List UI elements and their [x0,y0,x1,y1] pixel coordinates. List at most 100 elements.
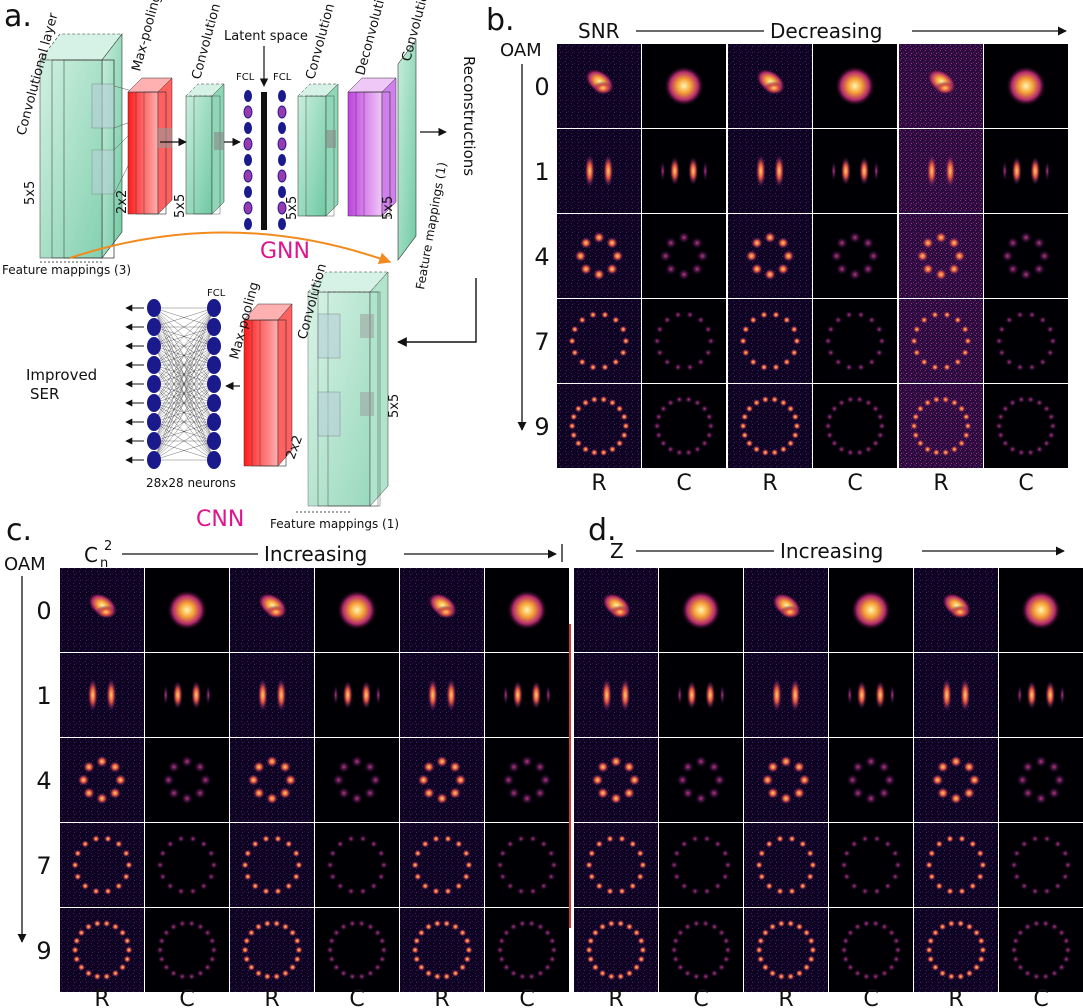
neuron [207,356,221,374]
conv-block-2 [297,83,339,217]
classical-tile [145,908,229,992]
reconstruction-tile [557,299,641,383]
reconstruction-tile [899,129,983,213]
panel-b-snr-label: SNR [578,19,620,43]
classical-tile [813,384,897,468]
reconstruction-tile [400,738,484,822]
column-label: C [847,471,862,496]
neuron [207,318,221,336]
neuron [147,375,161,393]
oam-row-label: 1 [534,158,549,186]
classical-tile [145,568,229,652]
panel-c-cn2-base: C [84,543,98,567]
classical-tile [485,823,569,907]
oam-row-label: 9 [36,937,51,965]
panel-a: a. Convolutional layer 5x5 [2,0,478,532]
feature-mappings-1b-label: Feature mappings (1) [270,517,399,531]
classical-tile [813,129,897,213]
column-label: C [1018,471,1033,496]
reconstruction-tile [557,214,641,298]
conv2-label: Convolution [303,2,338,81]
cnn-max-pool-block [243,303,293,467]
classical-tile [984,299,1068,383]
kernel-5x5-a: 5x5 [23,181,38,205]
classical-tile [315,738,399,822]
panel-d-letter: d. [588,513,617,548]
column-label: R [434,987,449,1008]
classical-tile [642,44,726,128]
reconstruction-tile [60,908,144,992]
panel-b-image-grid [557,44,1068,468]
reconstruction-tile [230,908,314,992]
reconstruction-tile [914,908,998,992]
classical-tile [642,214,726,298]
cnn-input-neurons [147,299,161,469]
kernel-5x5-b: 5x5 [173,194,188,218]
reconstructions-label: Reconstructions [460,56,478,176]
reconstruction-tile [557,44,641,128]
reconstruction-tile [60,568,144,652]
neuron [147,432,161,450]
column-label: C [693,987,708,1008]
oam-row-label: 1 [36,682,51,710]
neuron [147,318,161,336]
reconstruction-tile [744,908,828,992]
classical-tile [829,738,913,822]
fcl-neurons-right [277,90,287,230]
column-label: R [933,471,948,496]
classical-tile [999,653,1083,737]
column-label: C [179,987,194,1008]
oam-row-label: 4 [534,243,549,271]
kernel-2x2-a: 2x2 [115,190,130,214]
conv-block [185,83,225,215]
column-label: R [948,987,963,1008]
fcl3-label: FCL [207,288,226,299]
fcl-label-2: FCL [273,72,292,83]
neuron [147,413,161,431]
reconstruction-tile [574,568,658,652]
reconstruction-tile [744,823,828,907]
classical-tile [813,44,897,128]
classical-tile [642,299,726,383]
reconstruction-tile [899,214,983,298]
classical-tile [813,214,897,298]
cnn-dense-lines [153,307,215,461]
feature-mappings-3-label: Feature mappings (3) [2,263,131,277]
oam-row-label: 9 [534,413,549,441]
reconstruction-tile [400,568,484,652]
column-label: C [519,987,534,1008]
reconstruction-tile [728,299,812,383]
latent-bar [261,92,267,230]
neuron [207,375,221,393]
classical-tile [642,129,726,213]
cnn-label: CNN [196,507,244,532]
neuron [207,337,221,355]
reconstruction-tile [899,299,983,383]
column-label: R [591,471,606,496]
classical-tile [813,299,897,383]
panel-c-cn2-sub: n [100,556,108,571]
reconstruction-tile [60,823,144,907]
classical-tile [999,908,1083,992]
classical-tile [642,384,726,468]
panel-c-letter: c. [6,513,32,548]
reconstruction-tile [914,653,998,737]
feature-mappings-1-label: Feature mappings (1) [413,161,449,291]
classical-tile [315,908,399,992]
kernel-5x5-d: 5x5 [381,196,396,220]
max-pool-label: Max-pooling [129,0,164,73]
conv3-label: Convolution [399,0,434,63]
neuron [147,337,161,355]
deconv-block [347,77,397,217]
fcl-neurons-left [243,90,253,230]
cnn-output-neurons [207,299,221,469]
neuron [207,451,221,469]
cnn-conv-block [307,271,389,507]
neuron [207,432,221,450]
classical-tile [315,653,399,737]
